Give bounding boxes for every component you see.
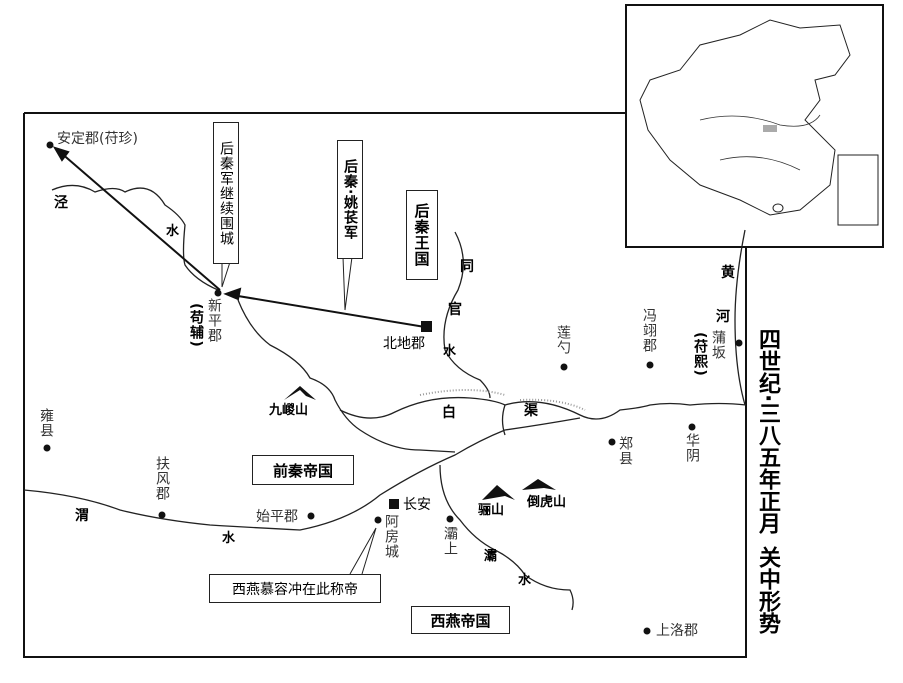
- map-title: 四世纪·三八五年正月关中形势: [754, 328, 780, 634]
- callout-murong: 西燕慕容冲在此称帝: [209, 574, 381, 603]
- place-beidi: 北地郡: [383, 336, 425, 352]
- place-xinping-note: (苟辅): [188, 303, 204, 348]
- ba-river: [439, 464, 574, 611]
- river-tongguan-shui: 水: [443, 344, 457, 359]
- river-guan: 官: [448, 302, 462, 318]
- map-title-subject: 关中形势: [755, 546, 780, 635]
- city-markers: [43, 141, 743, 635]
- map-frame: [23, 112, 747, 658]
- place-fengyi: 冯翊郡: [641, 308, 657, 353]
- mountain-daohu: 倒虎山: [527, 495, 567, 510]
- arrowhead-icon: [52, 146, 70, 162]
- jing-river: [51, 184, 219, 291]
- river-tong: 同: [460, 259, 474, 275]
- callout-yao-army: 后秦·姚苌军: [337, 140, 363, 259]
- mountain-icon: [284, 386, 316, 400]
- river-jing-shui: 水: [166, 224, 180, 239]
- bai-qu-canal: [339, 396, 747, 420]
- river-he: 河: [716, 309, 730, 325]
- callout-siege: 后秦军继续围城: [213, 122, 239, 264]
- canal-dots: [419, 389, 586, 411]
- place-xinping: 新平郡: [206, 298, 222, 343]
- place-changan: 长安: [403, 497, 431, 513]
- place-fufeng: 扶风郡: [154, 456, 170, 501]
- river-huang: 黄: [721, 265, 735, 281]
- place-epang: 阿房城: [383, 514, 399, 559]
- river-qu: 渠: [524, 403, 538, 419]
- arrowhead-icon: [223, 287, 242, 301]
- mountain-icon: [482, 485, 515, 500]
- place-huayin: 华阴: [684, 433, 700, 463]
- place-puban: 蒲坂: [710, 330, 726, 360]
- river-ba: 灞: [484, 549, 498, 564]
- place-shiping: 始平郡: [256, 509, 298, 525]
- march-arrows: [52, 146, 426, 328]
- rivers: [23, 184, 747, 611]
- mountain-icons: [284, 386, 556, 500]
- kingdom-former-qin: 前秦帝国: [252, 455, 354, 485]
- mountain-li: 骊山: [478, 503, 505, 518]
- place-zhengxian: 郑县: [617, 436, 633, 466]
- tongguan-river: [443, 231, 491, 399]
- inset-china-map: [625, 4, 884, 248]
- map-title-date: 四世纪·三八五年正月: [755, 328, 780, 535]
- place-bashang: 灞上: [442, 526, 458, 556]
- mountain-icon: [522, 479, 556, 490]
- place-shangluo: 上洛郡: [656, 623, 698, 639]
- jing-lower: [237, 299, 456, 453]
- river-wei-shui: 水: [222, 531, 236, 546]
- wei-river: [23, 417, 581, 531]
- yellow-river: [734, 229, 746, 406]
- river-bai: 白: [442, 405, 456, 421]
- place-puban-note: (苻熙): [692, 332, 708, 377]
- siege-arrow: [59, 151, 221, 291]
- kingdom-later-qin: 后秦王国: [406, 190, 438, 280]
- river-ba-shui: 水: [518, 573, 532, 588]
- place-yongxian: 雍县: [38, 408, 54, 438]
- river-jing: 泾: [54, 195, 68, 211]
- yao-army-arrow: [231, 294, 426, 328]
- kingdom-western-yan: 西燕帝国: [411, 606, 510, 634]
- river-wei: 渭: [75, 508, 89, 524]
- place-anding: 安定郡(苻珍): [57, 131, 138, 147]
- place-lianshao: 莲勺: [555, 325, 571, 355]
- mountain-jiuzong: 九嵕山: [269, 403, 309, 418]
- callout-pointers: [221, 256, 377, 575]
